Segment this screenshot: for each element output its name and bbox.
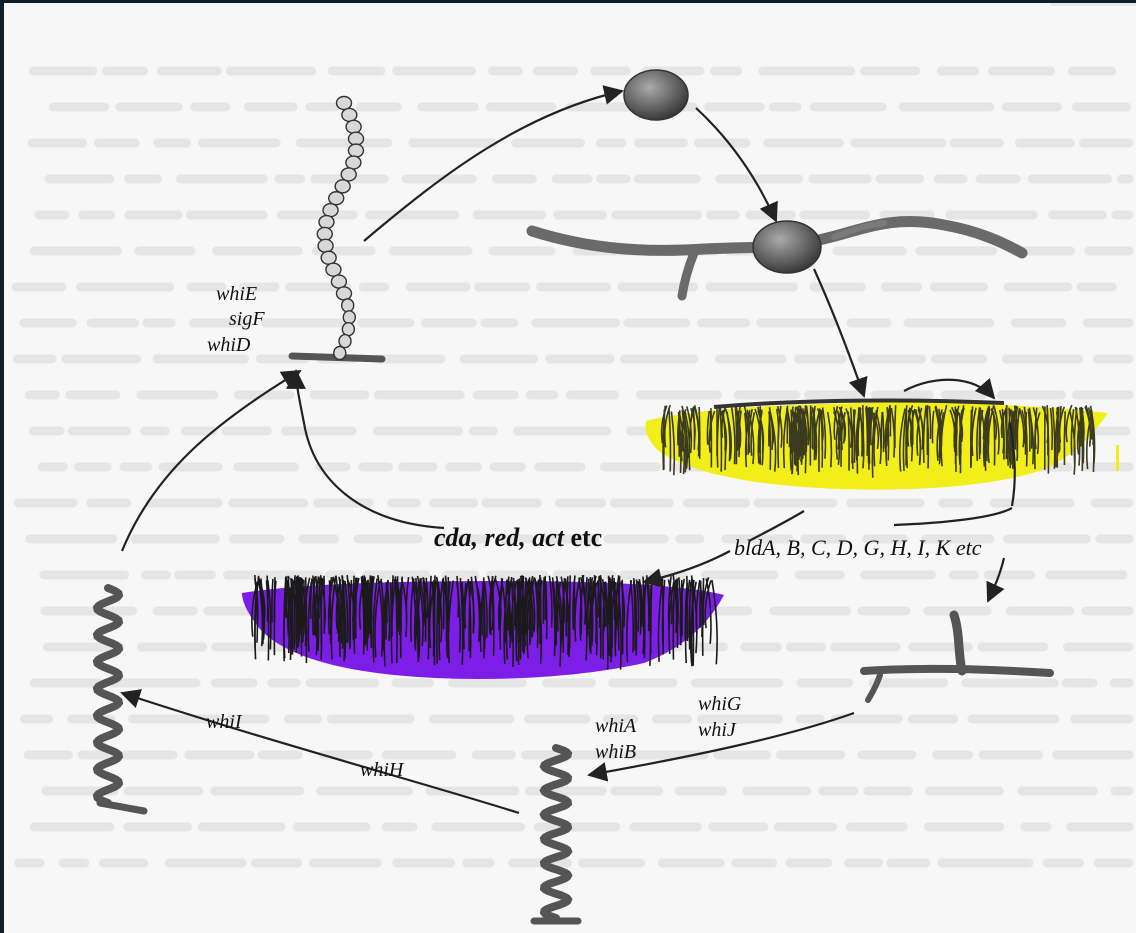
label-whiG: whiG [698, 693, 741, 716]
label-antibiotic-genes: cda, red, act etc [434, 523, 602, 553]
arrow-bld-to-branch [988, 558, 1004, 601]
free-spore [624, 70, 688, 120]
arrow-germination-to-colony [814, 269, 864, 396]
label-bld-genes: bldA, B, C, D, G, H, I, K etc [734, 535, 981, 561]
label-sigF: sigF [229, 308, 265, 331]
yellow-tick-mark [1116, 445, 1119, 471]
coiled-hypha-left [97, 588, 144, 811]
label-whiA: whiA [595, 715, 636, 738]
spore-chain [292, 97, 382, 360]
substrate-mycelium-colony [242, 575, 724, 679]
arrow-spore-to-germination [696, 108, 776, 221]
arrow-chain-to-spore [364, 91, 622, 241]
arrow-to-bld-genes [894, 508, 1012, 525]
streptomyces-life-cycle-diagram [4, 3, 1136, 933]
label-whiB: whiB [595, 741, 636, 764]
germinating-spore [532, 221, 1022, 296]
arrow-left-coil-to-chain [122, 371, 300, 551]
arrow-colony-to-chain [296, 371, 444, 528]
label-whiH: whiH [360, 759, 403, 782]
label-whiI: whiI [206, 711, 242, 734]
coiled-hypha-center [534, 748, 578, 921]
label-whiJ: whiJ [698, 719, 736, 742]
arrow-colony-loop [904, 380, 994, 398]
aerial-mycelium-colony [646, 400, 1108, 489]
aerial-hypha-branch [864, 615, 1050, 700]
label-whiE: whiE [216, 283, 257, 306]
label-antibiotic-etc: etc [570, 523, 602, 552]
arrow-center-to-left-coil [122, 693, 519, 813]
label-antibiotic-gene-names: cda, red, act [434, 523, 564, 552]
label-whiD: whiD [207, 334, 250, 357]
